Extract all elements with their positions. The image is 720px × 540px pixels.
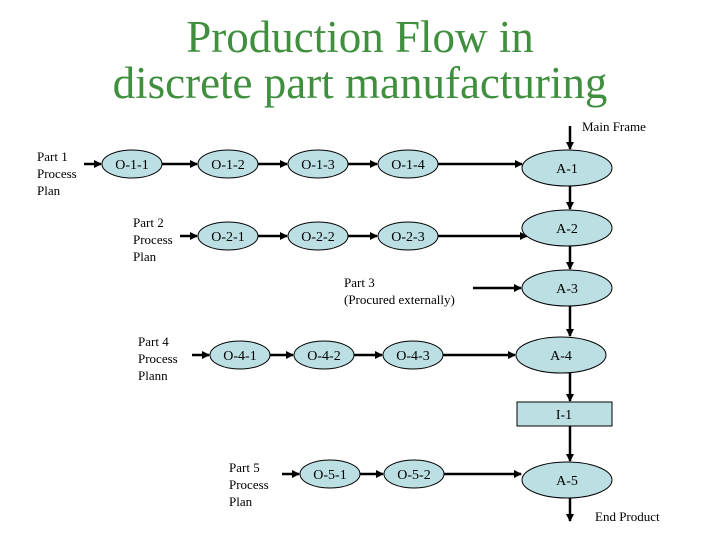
svg-text:O-2-2: O-2-2 (301, 230, 334, 245)
label-main-frame: Main Frame (582, 119, 646, 134)
node-o-1-4: O-1-4 (377, 149, 439, 179)
svg-text:Part 3: Part 3 (344, 275, 375, 290)
title-line-1: Production Flow in (186, 12, 534, 62)
label-part2: Part 2 Process Plan (133, 215, 173, 264)
svg-text:O-1-2: O-1-2 (211, 158, 244, 173)
svg-text:O-5-1: O-5-1 (313, 468, 346, 483)
node-o-4-1: O-4-1 (209, 340, 271, 370)
svg-text:O-1-4: O-1-4 (391, 158, 424, 173)
node-o-2-2: O-2-2 (287, 221, 349, 251)
svg-text:A-2: A-2 (556, 222, 578, 237)
svg-text:Part 2: Part 2 (133, 215, 164, 230)
node-a-3: A-3 (521, 269, 613, 307)
svg-text:Part 5: Part 5 (229, 460, 260, 475)
node-o-1-3: O-1-3 (287, 149, 349, 179)
svg-text:Plan: Plan (37, 183, 61, 198)
svg-text:O-2-3: O-2-3 (391, 230, 424, 245)
node-o-5-2: O-5-2 (383, 459, 445, 489)
svg-text:(Procured externally): (Procured externally) (344, 292, 455, 307)
svg-text:Process: Process (138, 351, 178, 366)
svg-text:O-4-1: O-4-1 (223, 349, 256, 364)
label-part5: Part 5 Process Plan (229, 460, 269, 509)
svg-text:Plan: Plan (229, 494, 253, 509)
svg-text:A-5: A-5 (556, 474, 578, 489)
svg-text:O-4-2: O-4-2 (307, 349, 340, 364)
node-o-1-2: O-1-2 (197, 149, 259, 179)
svg-text:Plann: Plann (138, 368, 168, 383)
svg-text:O-4-3: O-4-3 (396, 349, 429, 364)
title-line-2: discrete part manufacturing (112, 58, 608, 108)
label-end-product: End Product (595, 509, 660, 524)
diagram-title: Production Flow in discrete part manufac… (0, 14, 720, 106)
svg-text:Plan: Plan (133, 249, 157, 264)
svg-text:O-1-1: O-1-1 (115, 158, 148, 173)
node-o-4-3: O-4-3 (382, 340, 444, 370)
label-part1: Part 1 Process Plan (37, 149, 77, 198)
node-a-2: A-2 (521, 209, 613, 247)
svg-text:A-1: A-1 (556, 162, 578, 177)
node-o-5-1: O-5-1 (299, 459, 361, 489)
node-i-1: I-1 (516, 401, 613, 427)
svg-text:O-5-2: O-5-2 (397, 468, 430, 483)
node-o-4-2: O-4-2 (293, 340, 355, 370)
svg-text:I-1: I-1 (556, 408, 572, 423)
svg-text:O-1-3: O-1-3 (301, 158, 334, 173)
label-part3: Part 3 (Procured externally) (344, 275, 455, 307)
label-part4: Part 4 Process Plann (138, 334, 178, 383)
node-o-2-1: O-2-1 (197, 221, 259, 251)
svg-text:A-3: A-3 (556, 282, 578, 297)
svg-text:Part 4: Part 4 (138, 334, 169, 349)
node-o-1-1: O-1-1 (101, 149, 163, 179)
svg-text:Process: Process (37, 166, 77, 181)
node-a-5: A-5 (521, 461, 613, 499)
svg-text:O-2-1: O-2-1 (211, 230, 244, 245)
svg-text:Process: Process (229, 477, 269, 492)
svg-text:Process: Process (133, 232, 173, 247)
svg-text:Part 1: Part 1 (37, 149, 68, 164)
node-a-1: A-1 (521, 149, 613, 187)
node-o-2-3: O-2-3 (377, 221, 439, 251)
svg-text:A-4: A-4 (550, 349, 572, 364)
node-a-4: A-4 (515, 336, 607, 374)
